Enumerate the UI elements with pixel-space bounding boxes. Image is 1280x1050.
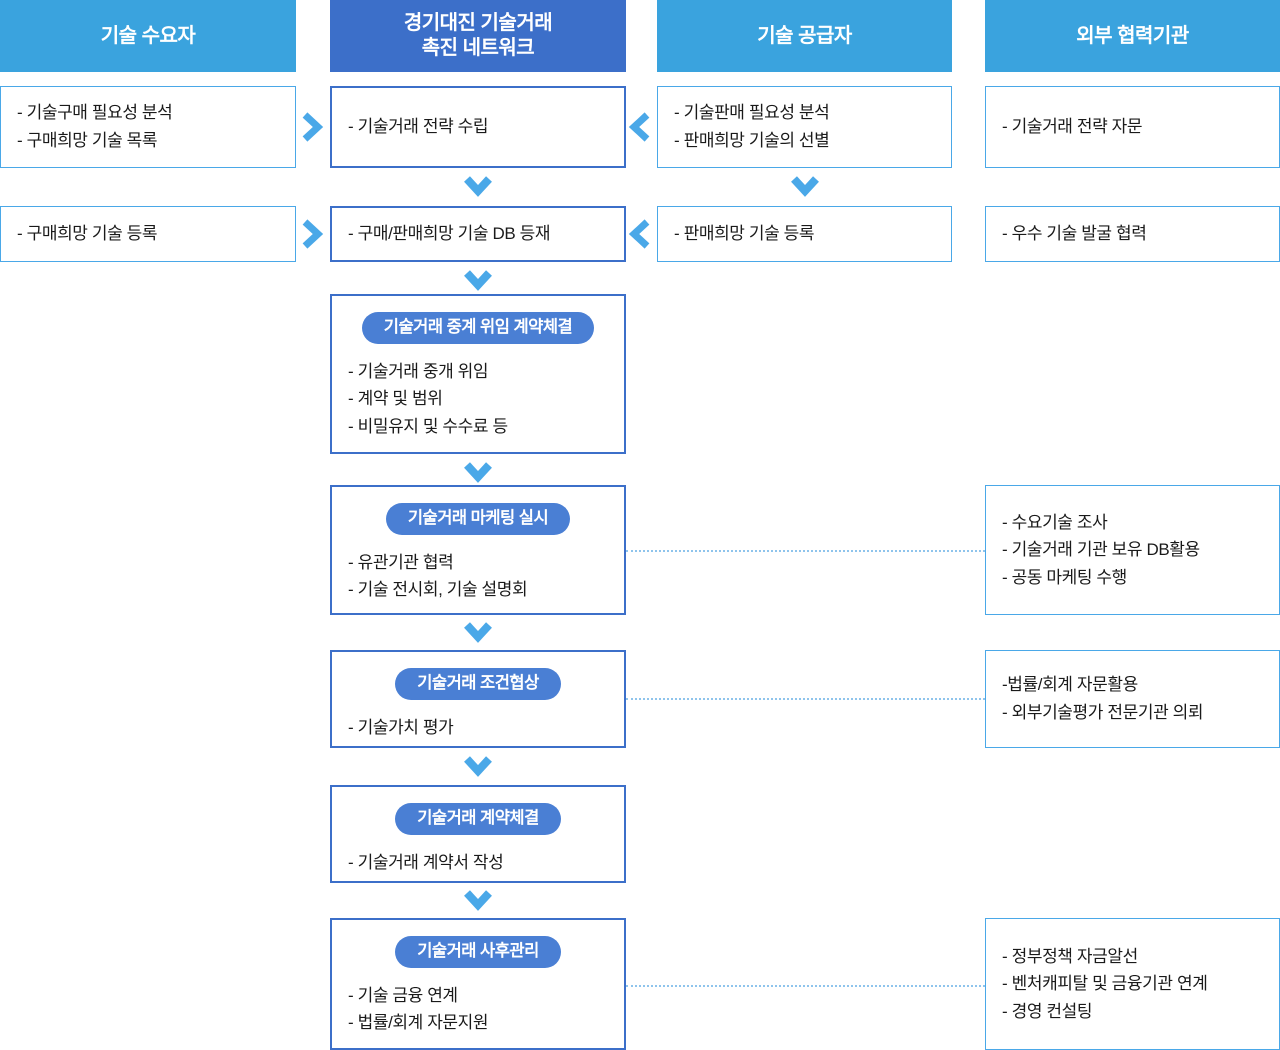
network-step-7-lines: - 기술 금융 연계 - 법률/회계 자문지원 <box>332 980 624 1037</box>
partner-box-5-lines: - 정부정책 자금알선 - 벤처캐피탈 및 금융기관 연계 - 경영 컨설팅 <box>986 943 1279 1026</box>
chevron-left-icon-2 <box>626 217 654 251</box>
network-step-1-lines: - 기술거래 전략 수립 <box>332 113 624 141</box>
network-step-5-badge: 기술거래 조건협상 <box>395 668 561 700</box>
network-step-2-lines: - 구매/판매희망 기술 DB 등재 <box>332 220 624 248</box>
network-step-6-badge: 기술거래 계약체결 <box>395 803 561 835</box>
dotted-connector-marketing <box>626 550 985 552</box>
network-step-1: - 기술거래 전략 수립 <box>330 86 626 168</box>
chevron-down-icon-network-1 <box>462 172 494 200</box>
text-line: - 비밀유지 및 수수료 등 <box>348 416 508 436</box>
text-line: - 기술거래 계약서 작성 <box>348 852 504 872</box>
network-step-2: - 구매/판매희망 기술 DB 등재 <box>330 206 626 262</box>
text-line: - 기술거래 전략 자문 <box>1002 117 1143 137</box>
text-line: - 기술가치 평가 <box>348 717 454 737</box>
text-line: - 기술거래 중개 위임 <box>348 361 489 381</box>
partner-box-3-lines: - 수요기술 조사 - 기술거래 기관 보유 DB활용 - 공동 마케팅 수행 <box>986 509 1279 592</box>
text-line: - 기술판매 필요성 분석 <box>674 103 830 123</box>
column-header-demander: 기술 수요자 <box>0 0 296 72</box>
column-header-supplier-label: 기술 공급자 <box>757 24 852 47</box>
text-line: - 기술거래 전략 수립 <box>348 117 489 137</box>
demander-box-1: - 기술구매 필요성 분석 - 구매희망 기술 목록 <box>0 86 296 168</box>
column-header-demander-label: 기술 수요자 <box>100 24 196 47</box>
column-header-partner-label: 외부 협력기관 <box>1076 24 1189 47</box>
chevron-down-icon-network-6 <box>462 886 494 914</box>
text-line: - 기술 금융 연계 <box>348 985 458 1005</box>
network-step-3-lines: - 기술거래 중개 위임 - 계약 및 범위 - 비밀유지 및 수수료 등 <box>332 356 624 441</box>
chevron-down-icon-network-4 <box>462 618 494 646</box>
network-step-7: 기술거래 사후관리 - 기술 금융 연계 - 법률/회계 자문지원 <box>330 918 626 1050</box>
column-header-supplier: 기술 공급자 <box>657 0 952 72</box>
text-line: -법률/회계 자문활용 <box>1002 675 1138 695</box>
text-line: - 기술 전시회, 기술 설명회 <box>348 580 528 600</box>
chevron-right-icon <box>298 110 326 144</box>
text-line: - 우수 기술 발굴 협력 <box>1002 224 1147 244</box>
text-line: - 구매희망 기술 등록 <box>17 224 158 244</box>
text-line: - 법률/회계 자문지원 <box>348 1013 489 1033</box>
demander-box-2-lines: - 구매희망 기술 등록 <box>1 220 295 248</box>
text-line: - 외부기술평가 전문기관 의뢰 <box>1002 703 1204 722</box>
text-line: - 벤처캐피탈 및 금융기관 연계 <box>1002 974 1208 994</box>
network-step-4-lines: - 유관기관 협력 - 기술 전시회, 기술 설명회 <box>332 547 624 604</box>
chevron-left-icon <box>626 110 654 144</box>
partner-box-4-lines: -법률/회계 자문활용 - 외부기술평가 전문기관 의뢰 <box>986 671 1279 726</box>
chevron-down-icon-supplier-1 <box>789 172 821 200</box>
supplier-box-2-lines: - 판매희망 기술 등록 <box>658 220 951 248</box>
network-step-3-badge: 기술거래 중계 위임 계약체결 <box>361 312 595 344</box>
text-line: - 구매/판매희망 기술 DB 등재 <box>348 224 551 244</box>
dotted-connector-negotiation <box>626 698 985 700</box>
chevron-down-icon-network-2 <box>462 266 494 294</box>
chevron-down-icon-network-3 <box>462 458 494 486</box>
network-step-3: 기술거래 중계 위임 계약체결 - 기술거래 중개 위임 - 계약 및 범위 - 비… <box>330 294 626 454</box>
network-step-4: 기술거래 마케팅 실시 - 유관기관 협력 - 기술 전시회, 기술 설명회 <box>330 485 626 615</box>
partner-box-5: - 정부정책 자금알선 - 벤처캐피탈 및 금융기관 연계 - 경영 컨설팅 <box>985 918 1280 1050</box>
text-line: - 기술구매 필요성 분석 <box>17 103 173 123</box>
text-line: - 유관기관 협력 <box>348 552 454 572</box>
partner-box-3: - 수요기술 조사 - 기술거래 기관 보유 DB활용 - 공동 마케팅 수행 <box>985 485 1280 615</box>
text-line: - 계약 및 범위 <box>348 389 443 409</box>
partner-box-2-lines: - 우수 기술 발굴 협력 <box>986 220 1279 248</box>
text-line: - 구매희망 기술 목록 <box>17 131 158 150</box>
dotted-connector-followup <box>626 985 985 987</box>
text-line: - 수요기술 조사 <box>1002 512 1108 532</box>
chevron-down-icon-network-5 <box>462 752 494 780</box>
column-header-partner: 외부 협력기관 <box>985 0 1280 72</box>
partner-box-2: - 우수 기술 발굴 협력 <box>985 206 1280 262</box>
demander-box-2: - 구매희망 기술 등록 <box>0 206 296 262</box>
network-step-5-lines: - 기술가치 평가 <box>332 712 624 742</box>
demander-box-1-lines: - 기술구매 필요성 분석 - 구매희망 기술 목록 <box>1 99 295 154</box>
supplier-box-1: - 기술판매 필요성 분석 - 판매희망 기술의 선별 <box>657 86 952 168</box>
network-step-7-badge: 기술거래 사후관리 <box>395 936 561 968</box>
network-step-4-badge: 기술거래 마케팅 실시 <box>385 503 571 535</box>
supplier-box-1-lines: - 기술판매 필요성 분석 - 판매희망 기술의 선별 <box>658 99 951 154</box>
chevron-right-icon-2 <box>298 217 326 251</box>
partner-box-1-lines: - 기술거래 전략 자문 <box>986 113 1279 141</box>
text-line: - 경영 컨설팅 <box>1002 1001 1093 1021</box>
partner-box-4: -법률/회계 자문활용 - 외부기술평가 전문기관 의뢰 <box>985 650 1280 748</box>
supplier-box-2: - 판매희망 기술 등록 <box>657 206 952 262</box>
text-line: - 판매희망 기술의 선별 <box>674 131 830 150</box>
text-line: - 판매희망 기술 등록 <box>674 224 815 244</box>
network-step-6-lines: - 기술거래 계약서 작성 <box>332 847 624 877</box>
text-line: - 공동 마케팅 수행 <box>1002 567 1127 587</box>
partner-box-1: - 기술거래 전략 자문 <box>985 86 1280 168</box>
text-line: - 정부정책 자금알선 <box>1002 946 1138 966</box>
network-step-6: 기술거래 계약체결 - 기술거래 계약서 작성 <box>330 785 626 883</box>
text-line: - 기술거래 기관 보유 DB활용 <box>1002 540 1200 560</box>
network-step-5: 기술거래 조건협상 - 기술가치 평가 <box>330 650 626 748</box>
